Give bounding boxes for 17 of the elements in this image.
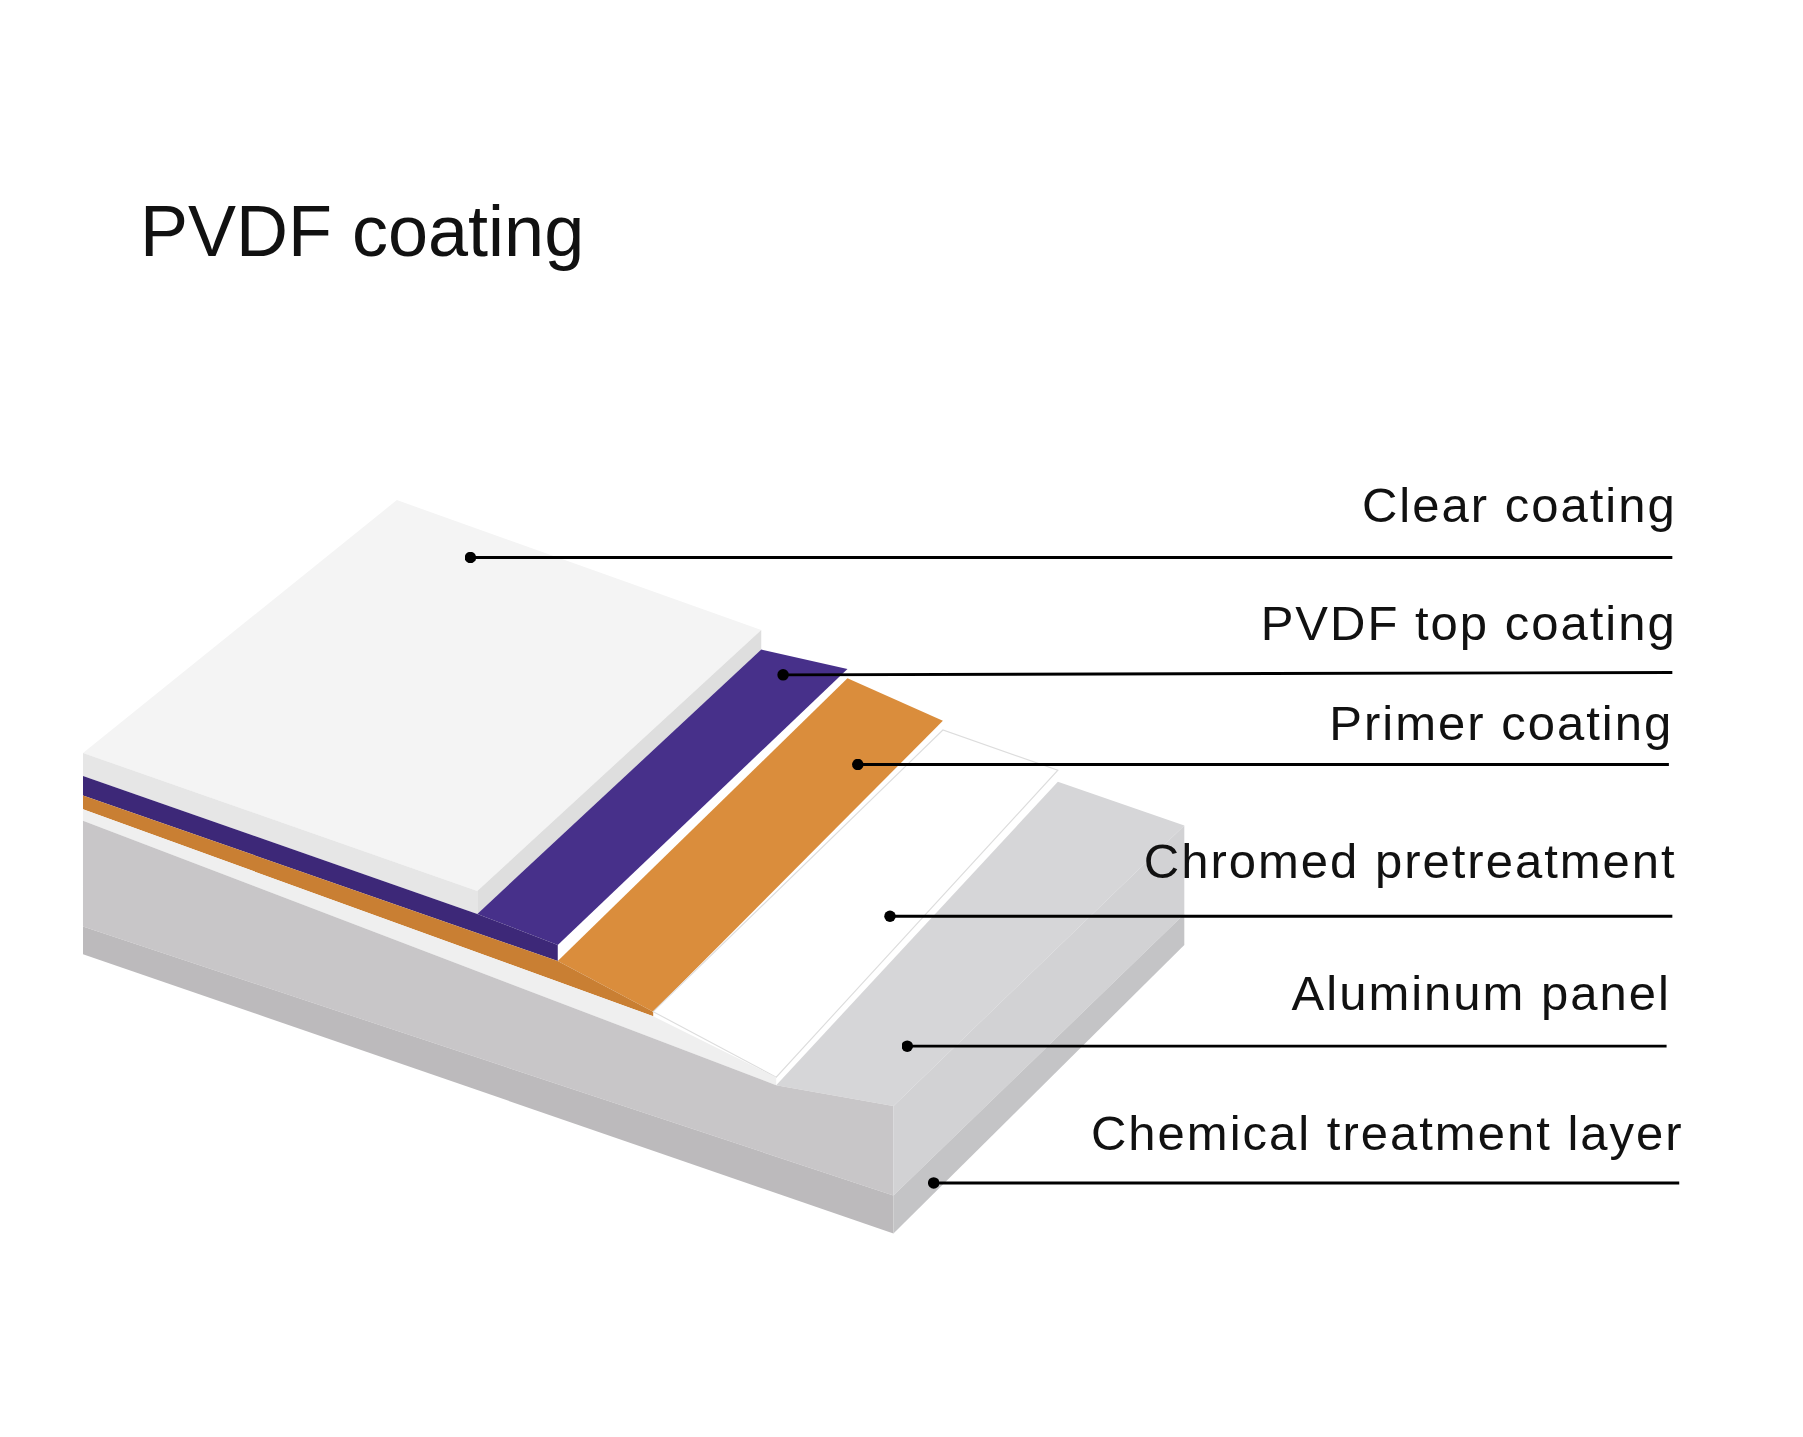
primer-layer — [83, 678, 943, 1017]
leader-line — [464, 551, 1673, 564]
layer-label: Clear coating — [1362, 480, 1677, 558]
title: PVDF coating — [140, 192, 585, 272]
pretreatment-layer — [83, 729, 1059, 1086]
clear-coating-layer — [83, 500, 762, 914]
leader-line — [927, 1177, 1680, 1189]
layer-label: PVDF top coating — [1260, 599, 1677, 673]
layer-label: Primer coating — [1329, 699, 1674, 765]
layer-label: Chromed pretreatment — [1143, 837, 1677, 917]
leader-line — [777, 669, 1673, 681]
leader-line — [884, 910, 1673, 922]
top-coating-layer — [83, 649, 848, 962]
leader-line — [852, 758, 1669, 771]
leader-line — [901, 1040, 1667, 1052]
layer-label: Aluminum panel — [1291, 969, 1671, 1047]
layer-label: Chemical treatment layer — [1090, 1108, 1684, 1184]
